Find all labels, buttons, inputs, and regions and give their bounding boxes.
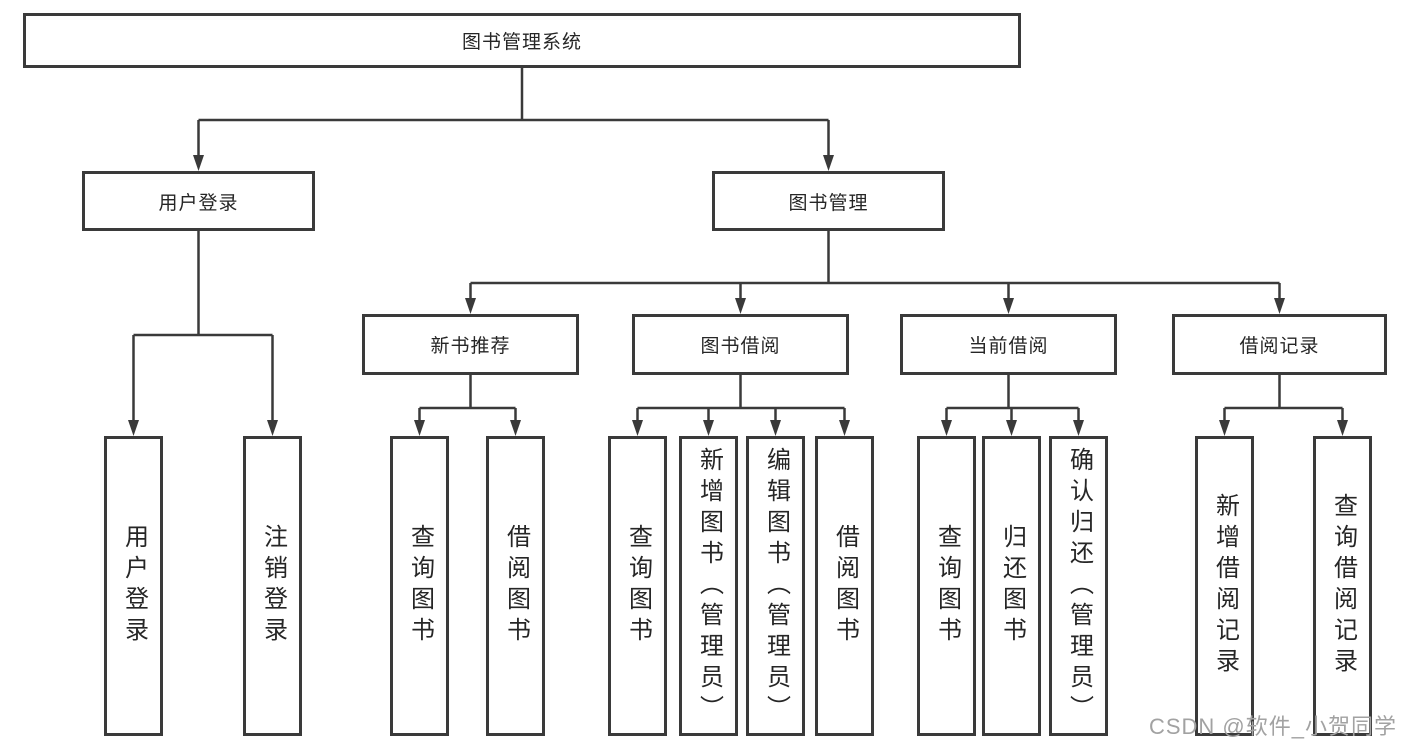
node-user-login-module: 用户登录: [82, 171, 315, 231]
arrowhead-icons: [128, 155, 1348, 436]
node-label: 当前借阅: [968, 336, 1049, 357]
leaf-add-books-admin: 新增图书（管理员）: [679, 436, 738, 736]
leaf-borrow-books: 借阅图书: [815, 436, 874, 736]
leaf-query-borrow-record: 查询借阅记录: [1313, 436, 1372, 736]
node-label: 图书管理: [788, 192, 869, 214]
node-label: 查询借阅记录: [1329, 493, 1357, 679]
node-root-library-system: 图书管理系统: [23, 13, 1021, 68]
node-label: 查询图书: [933, 524, 961, 648]
leaf-query-books-current: 查询图书: [917, 436, 976, 736]
node-label: 新增图书（管理员）: [695, 446, 723, 726]
node-label: 新书推荐: [430, 336, 511, 357]
node-label: 借阅记录: [1239, 336, 1320, 357]
node-book-borrowing: 图书借阅: [632, 314, 849, 375]
node-label: 新增借阅记录: [1211, 493, 1239, 679]
node-label: 借阅图书: [502, 524, 530, 648]
node-label: 用户登录: [120, 524, 148, 648]
node-new-book-recommendation: 新书推荐: [362, 314, 579, 375]
leaf-add-borrow-record: 新增借阅记录: [1195, 436, 1254, 736]
leaf-user-login: 用户登录: [104, 436, 163, 736]
leaf-query-books-recommend: 查询图书: [390, 436, 449, 736]
node-current-borrowing: 当前借阅: [900, 314, 1117, 375]
node-borrowing-records: 借阅记录: [1172, 314, 1387, 375]
leaf-borrow-books-recommend: 借阅图书: [486, 436, 545, 736]
leaf-edit-books-admin: 编辑图书（管理员）: [746, 436, 805, 736]
node-label: 图书管理系统: [461, 32, 582, 53]
node-label: 确认归还（管理员）: [1065, 446, 1093, 726]
csdn-watermark: CSDN @软件_小贺同学: [1148, 714, 1397, 739]
node-book-management-module: 图书管理: [712, 171, 945, 231]
leaf-query-books-borrowing: 查询图书: [608, 436, 667, 736]
node-label: 图书借阅: [700, 336, 781, 357]
leaf-logout: 注销登录: [243, 436, 302, 736]
node-label: 查询图书: [406, 524, 434, 648]
node-label: 借阅图书: [831, 524, 859, 648]
node-label: 归还图书: [998, 524, 1026, 648]
node-label: 注销登录: [259, 524, 287, 648]
node-label: 编辑图书（管理员）: [762, 446, 790, 726]
node-label: 用户登录: [158, 192, 239, 214]
leaf-confirm-return-admin: 确认归还（管理员）: [1049, 436, 1108, 736]
node-label: 查询图书: [624, 524, 652, 648]
leaf-return-books: 归还图书: [982, 436, 1041, 736]
